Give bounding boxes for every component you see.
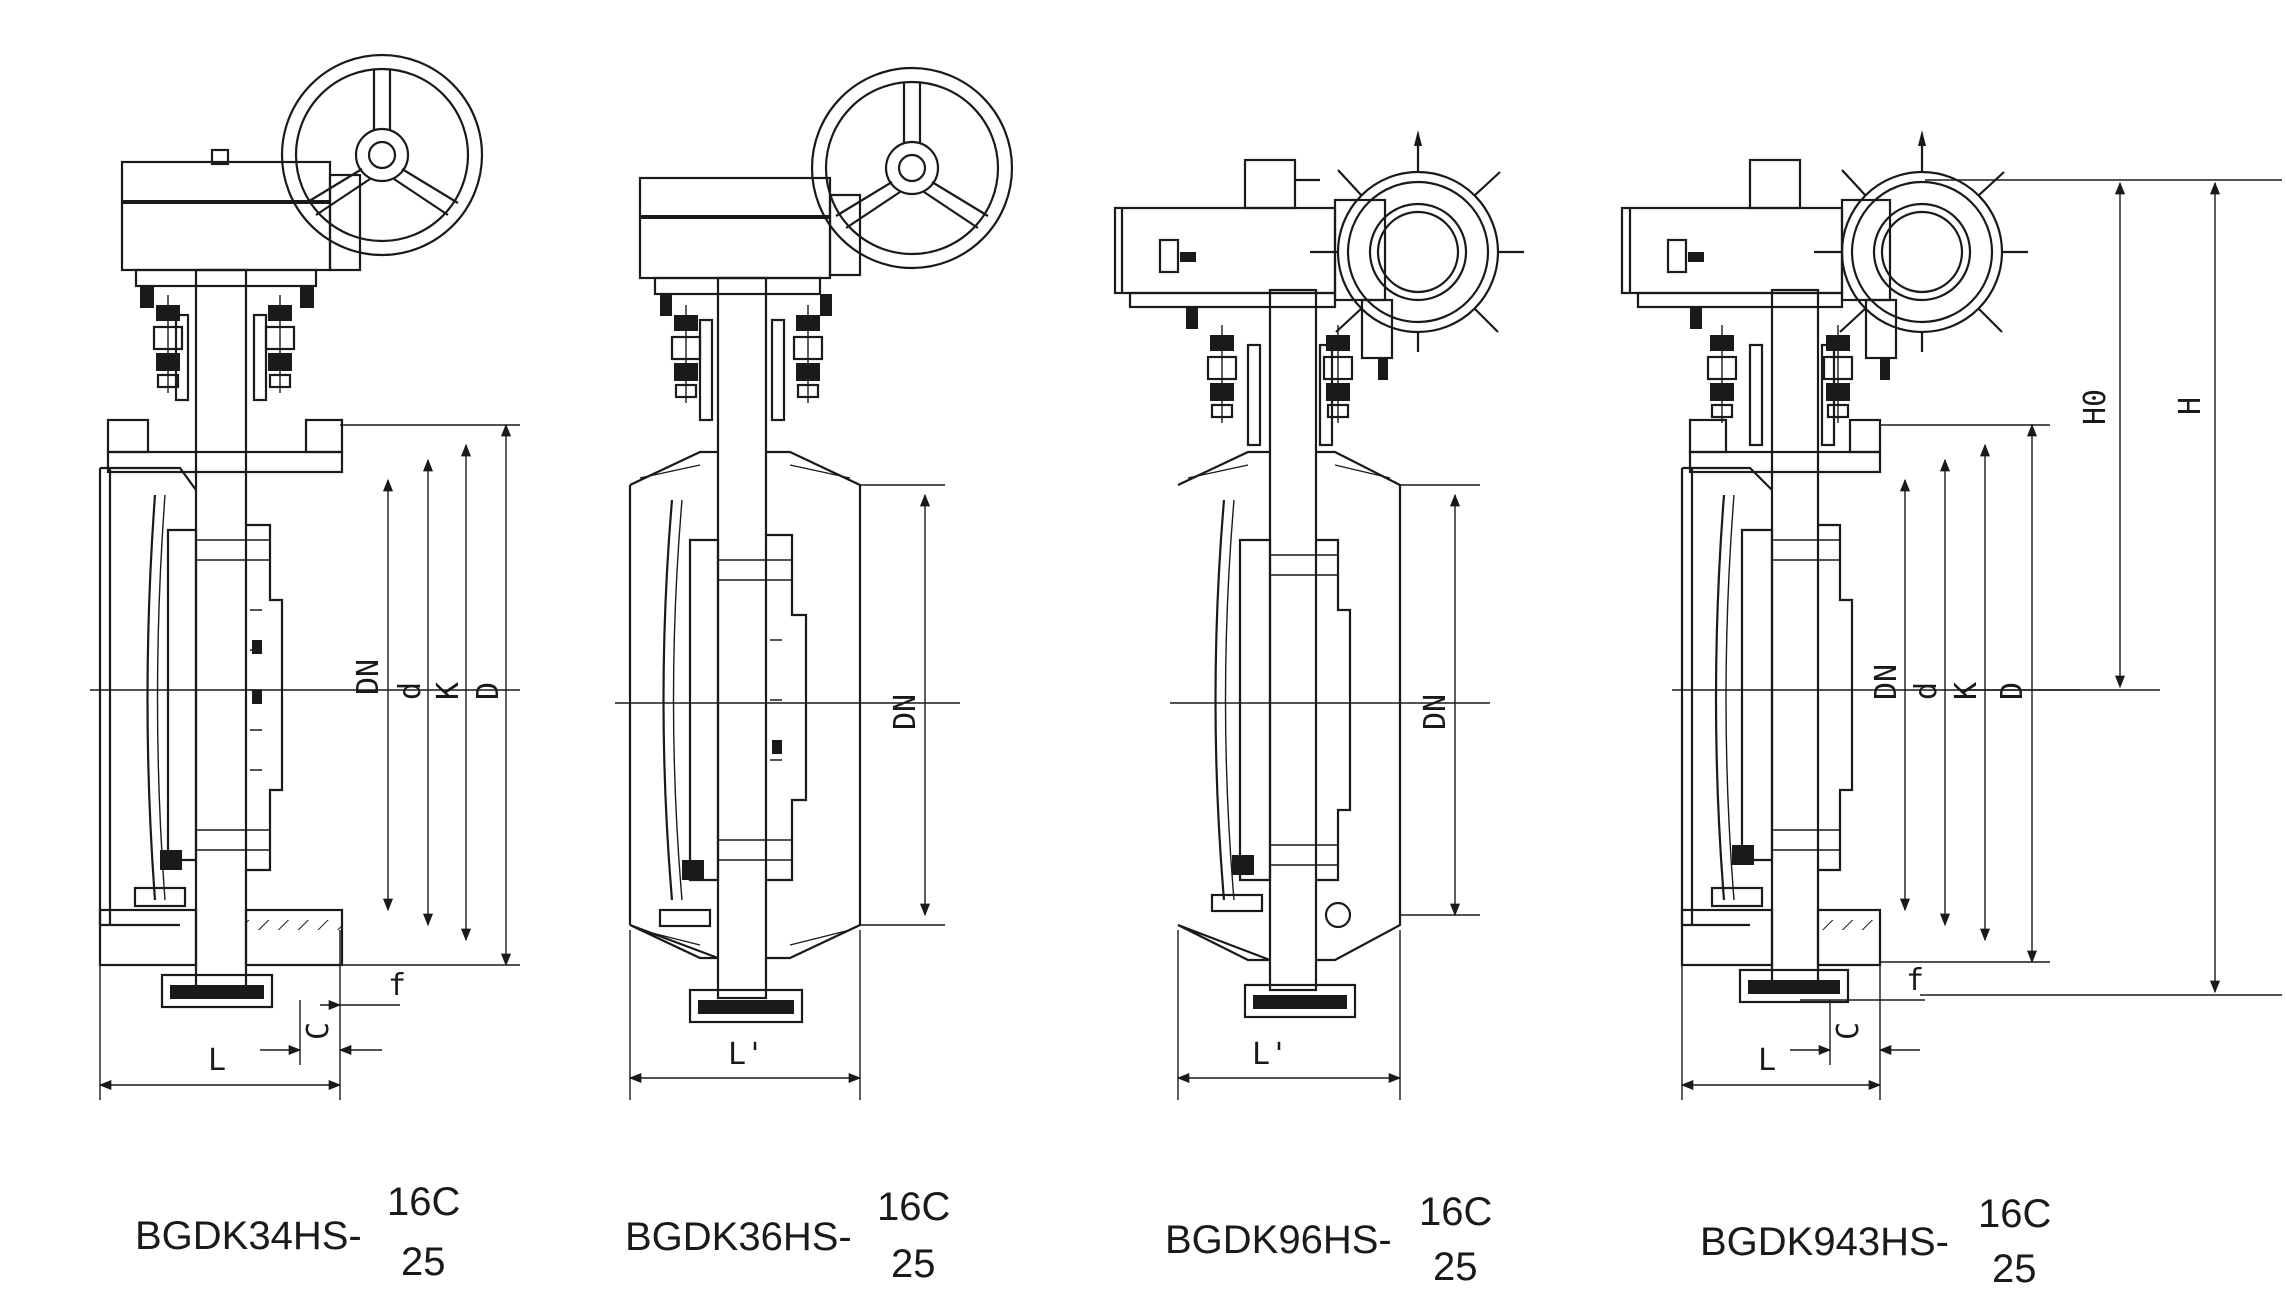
pressure-class-top: 16C bbox=[1419, 1190, 1493, 1234]
model-caption-bgdk36hs: BGDK36HS- 16C 25 bbox=[625, 1185, 1005, 1295]
dim-label-length: L' bbox=[728, 1037, 764, 1072]
dim-label-h: H bbox=[2173, 397, 2208, 415]
pressure-class-top: 16C bbox=[387, 1180, 461, 1224]
dim-labels-bgdk96hs: DN L' bbox=[1252, 694, 1453, 1072]
model-prefix: BGDK36HS- bbox=[625, 1215, 852, 1259]
dim-label-c: C bbox=[301, 1022, 336, 1040]
pressure-class-bottom: 25 bbox=[1433, 1245, 1478, 1289]
dim-label-h0: H0 bbox=[2078, 389, 2113, 425]
pressure-class-top: 16C bbox=[1978, 1192, 2052, 1236]
dim-label-dn: DN bbox=[888, 694, 923, 730]
valve-drawing-bgdk96hs bbox=[1113, 128, 1526, 1100]
dim-label-length: L bbox=[1758, 1043, 1776, 1078]
dim-label-d: d bbox=[393, 682, 428, 700]
dim-label-D: D bbox=[471, 682, 506, 700]
dim-label-dn: DN bbox=[1869, 664, 1904, 700]
dim-label-c: C bbox=[1831, 1022, 1866, 1040]
model-caption-bgdk943hs: BGDK943HS- 16C 25 bbox=[1700, 1192, 2100, 1302]
model-prefix: BGDK943HS- bbox=[1700, 1220, 1949, 1264]
valve-drawing-bgdk36hs bbox=[615, 66, 1014, 1100]
dim-labels-bgdk36hs: DN L' bbox=[728, 694, 923, 1072]
model-caption-bgdk96hs: BGDK96HS- 16C 25 bbox=[1165, 1190, 1545, 1300]
pressure-class-bottom: 25 bbox=[891, 1242, 936, 1286]
model-prefix: BGDK96HS- bbox=[1165, 1218, 1392, 1262]
pressure-class-bottom: 25 bbox=[401, 1240, 446, 1284]
dim-label-dn: DN bbox=[1418, 694, 1453, 730]
pressure-class-top: 16C bbox=[877, 1185, 951, 1229]
dim-label-f: f bbox=[388, 968, 406, 1003]
dim-labels-bgdk943hs: DN d K D H0 H L C f bbox=[1758, 389, 2208, 1078]
dim-label-f: f bbox=[1906, 963, 1924, 998]
dim-label-dn: DN bbox=[351, 659, 386, 695]
dim-label-k: K bbox=[1949, 682, 1984, 700]
pressure-class-bottom: 25 bbox=[1992, 1247, 2037, 1291]
valve-drawing-bgdk34hs bbox=[90, 53, 520, 1100]
dim-label-length: L bbox=[208, 1043, 226, 1078]
dim-labels-bgdk34hs: DN d K D L C f bbox=[208, 659, 506, 1078]
dim-label-length: L' bbox=[1252, 1037, 1288, 1072]
model-caption-bgdk34hs: BGDK34HS- 16C 25 bbox=[135, 1180, 515, 1290]
dim-label-D: D bbox=[1995, 682, 2030, 700]
dim-label-d: d bbox=[1909, 682, 1944, 700]
valve-drawing-bgdk943hs bbox=[1620, 128, 2282, 1100]
model-prefix: BGDK34HS- bbox=[135, 1214, 362, 1258]
dim-label-k: K bbox=[431, 682, 466, 700]
